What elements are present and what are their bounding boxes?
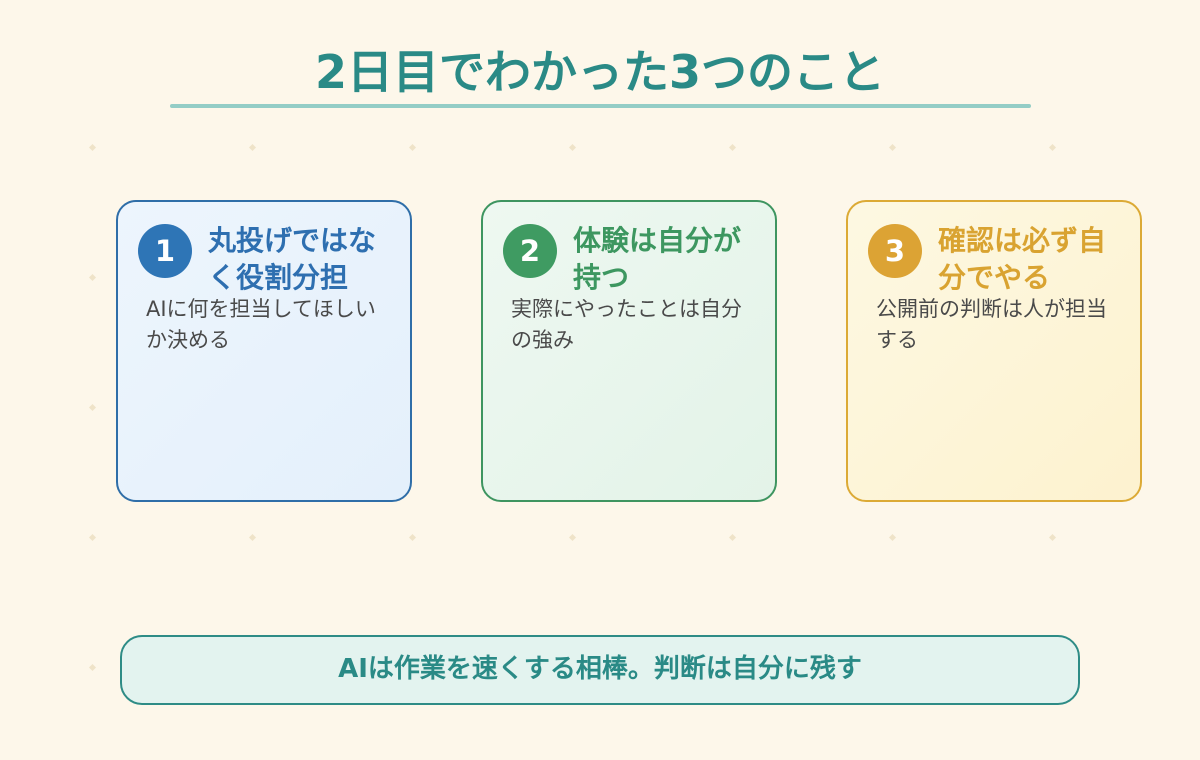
background-dot	[88, 533, 97, 542]
card-description: AIに何を担当してほしいか決める	[146, 297, 376, 352]
number-badge: 3	[868, 224, 922, 278]
point-card-1: 1 丸投げではなく役割分担 AIに何を担当してほしいか決める	[116, 200, 412, 502]
background-dot	[248, 533, 257, 542]
point-card-3: 3 確認は必ず自分でやる 公開前の判断は人が担当する	[846, 200, 1142, 502]
background-dot	[568, 533, 577, 542]
background-dot	[248, 143, 257, 152]
title-underline	[170, 104, 1031, 108]
point-card-2: 2 体験は自分が持つ 実際にやったことは自分の強み	[481, 200, 777, 502]
card-heading: 確認は必ず自分でやる	[938, 224, 1107, 294]
card-description: 公開前の判断は人が担当する	[876, 297, 1107, 352]
background-dot	[888, 143, 897, 152]
background-dot	[728, 143, 737, 152]
number-badge: 2	[503, 224, 557, 278]
page-title: 2日目でわかった3つのこと	[314, 45, 885, 99]
background-dot	[728, 533, 737, 542]
card-heading: 丸投げではなく役割分担	[208, 224, 377, 294]
card-heading: 体験は自分が持つ	[573, 224, 742, 294]
card-description: 実際にやったことは自分の強み	[511, 297, 742, 352]
summary-banner: AIは作業を速くする相棒。判断は自分に残す	[120, 635, 1080, 705]
background-dot	[88, 403, 97, 412]
background-dot	[888, 533, 897, 542]
background-dot	[88, 143, 97, 152]
number-badge: 1	[138, 224, 192, 278]
background-dot	[408, 533, 417, 542]
background-dot	[408, 143, 417, 152]
background-dot	[568, 143, 577, 152]
background-dot	[1048, 533, 1057, 542]
background-dot	[88, 273, 97, 282]
background-dot	[88, 663, 97, 672]
background-dot	[1048, 143, 1057, 152]
